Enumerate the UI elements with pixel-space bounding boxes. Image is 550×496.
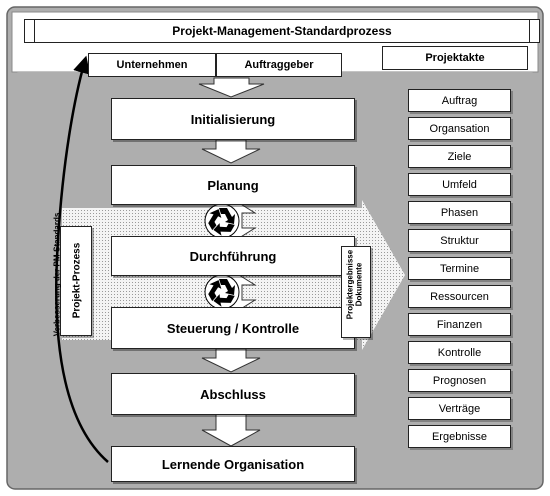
doc-organsation: Organsation xyxy=(408,117,511,140)
projektakte-heading: Projektakte xyxy=(382,46,528,70)
doc-ergebnisse: Ergebnisse xyxy=(408,425,511,448)
feedback-arrow xyxy=(55,55,109,463)
phase-abschluss: Abschluss xyxy=(111,373,355,415)
phase-lernende-organisation: Lernende Organisation xyxy=(111,446,355,482)
doc-auftrag: Auftrag xyxy=(408,89,511,112)
stakeholder-unternehmen: Unternehmen xyxy=(88,53,216,77)
feedback-label: Verbesserung der PM-Standards xyxy=(52,212,62,337)
doc-umfeld: Umfeld xyxy=(408,173,511,196)
doc-ressourcen: Ressourcen xyxy=(408,285,511,308)
doc-finanzen: Finanzen xyxy=(408,313,511,336)
projektergebnisse-label: Projektergebnisse xyxy=(345,249,355,320)
doc-phasen: Phasen xyxy=(408,201,511,224)
projektergebnisse-box xyxy=(341,246,371,338)
phase-initialisierung: Initialisierung xyxy=(111,98,355,140)
doc-kontrolle: Kontrolle xyxy=(408,341,511,364)
projekt-prozess-label: Projekt-Prozess xyxy=(71,242,83,319)
phase-planung: Planung xyxy=(111,165,355,205)
dokumente-label: Dokumente xyxy=(354,262,364,307)
phase-durchfuehrung: Durchführung xyxy=(111,236,355,276)
phase-steuerung-kontrolle: Steuerung / Kontrolle xyxy=(111,307,355,349)
diagram-title: Projekt-Management-Standardprozess xyxy=(24,19,540,43)
stakeholder-auftraggeber: Auftraggeber xyxy=(216,53,342,77)
doc-prognosen: Prognosen xyxy=(408,369,511,392)
doc-termine: Termine xyxy=(408,257,511,280)
doc-ziele: Ziele xyxy=(408,145,511,168)
projekt-prozess-box xyxy=(60,226,92,336)
doc-vertraege: Verträge xyxy=(408,397,511,420)
doc-struktur: Struktur xyxy=(408,229,511,252)
